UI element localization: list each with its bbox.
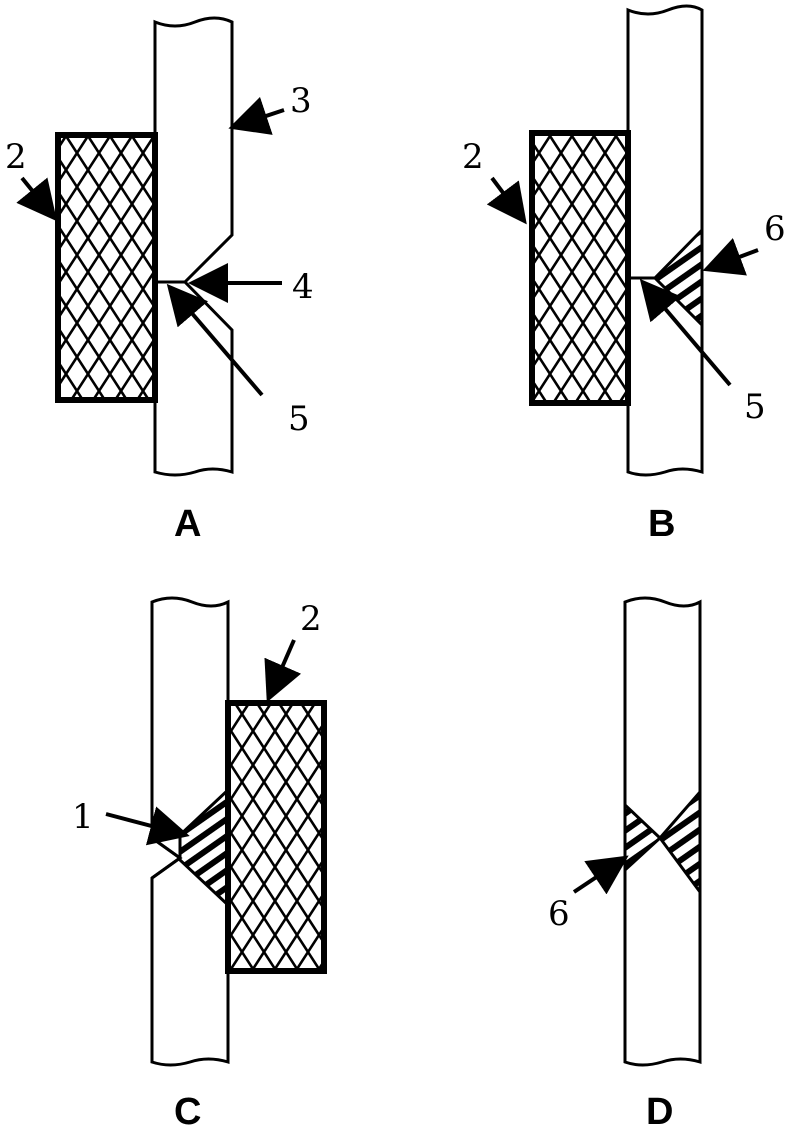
panel-a-callout-3: 3 — [290, 81, 312, 121]
panel-c-callout-1: 1 — [72, 797, 94, 837]
panel-a-arrow-3 — [228, 96, 285, 135]
panel-a-callout-2: 2 — [5, 137, 27, 177]
panel-a: 2 3 4 5 A — [5, 16, 314, 545]
panel-a-backing-block — [55, 132, 158, 403]
panel-a-plate — [153, 16, 234, 477]
panel-d-weld-right — [658, 787, 702, 897]
panel-d-label: D — [646, 1091, 673, 1133]
panel-a-label: A — [174, 503, 201, 545]
panel-a-callout-4: 4 — [292, 267, 314, 307]
panel-d-arrow-6 — [572, 855, 629, 895]
panel-b-backing-block — [529, 130, 631, 406]
panel-b-plate — [626, 4, 704, 477]
panel-b-arrow-2 — [486, 176, 527, 225]
panel-c-callout-2: 2 — [300, 599, 322, 639]
panel-b-callout-5: 5 — [744, 387, 766, 427]
panel-b-callout-6: 6 — [764, 209, 786, 249]
panel-b-arrow-5 — [639, 278, 732, 387]
panel-b-callout-2: 2 — [462, 137, 484, 177]
panel-d-callout-6: 6 — [548, 894, 570, 934]
panel-c-arrow-1 — [105, 806, 190, 846]
panel-b: 2 6 5 B — [462, 4, 786, 545]
panel-d: 6 D — [548, 596, 702, 1133]
panel-a-arrow-2 — [16, 176, 58, 222]
panel-b-label: B — [648, 503, 675, 545]
panel-c-arrow-2 — [264, 639, 302, 703]
panel-d-weld-left — [623, 801, 663, 874]
panel-a-callout-5: 5 — [288, 399, 310, 439]
panel-c-label: C — [174, 1091, 201, 1133]
panel-c-backing-block — [225, 700, 327, 974]
panel-a-arrow-5 — [166, 283, 264, 397]
panel-d-plate — [623, 596, 702, 1067]
panel-c: 2 1 C — [72, 596, 327, 1133]
panel-b-arrow-6 — [702, 238, 759, 276]
